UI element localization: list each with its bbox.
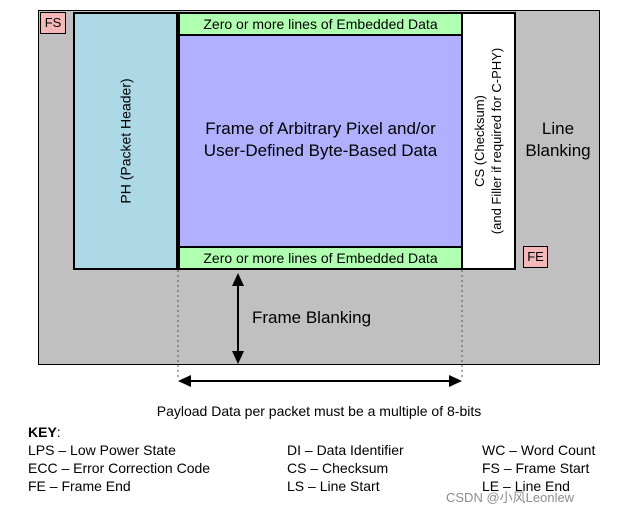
frame-blanking-label: Frame Blanking <box>252 308 372 327</box>
checksum-block: CS (Checksum) (and Filler if required fo… <box>463 12 516 270</box>
frame-blanking-arrow-down-head <box>232 351 244 364</box>
key-item: FE – Frame End <box>28 478 131 494</box>
embedded-data-bottom: Zero or more lines of Embedded Data <box>178 246 463 270</box>
packet-header-block: PH (Packet Header) <box>73 12 178 270</box>
key-item: LPS – Low Power State <box>28 442 176 458</box>
key-item: DI – Data Identifier <box>287 442 404 458</box>
key-column-2: DI – Data Identifier CS – Checksum LS – … <box>287 441 404 495</box>
key-title-text: KEY <box>28 424 57 440</box>
key-item: FS – Frame Start <box>482 460 590 476</box>
payload-width-arrow-right-head <box>449 375 462 387</box>
key-item: LE – Line End <box>482 478 570 494</box>
line-blanking-line2: Blanking <box>525 141 591 160</box>
key-item: LS – Line Start <box>287 478 380 494</box>
frame-end-tag: FE <box>523 246 548 268</box>
line-blanking-line1: Line <box>541 119 575 138</box>
payload-block <box>178 12 463 270</box>
watermark: CSDN @小风Leonlew <box>446 490 575 505</box>
key-item: WC – Word Count <box>482 442 596 458</box>
key-title: KEY: <box>28 424 61 440</box>
key-item: CS – Checksum <box>287 460 389 476</box>
frame-blanking-arrow-up-head <box>232 273 244 286</box>
key-item: ECC – Error Correction Code <box>28 460 211 476</box>
line-blanking-label: Line Blanking <box>516 118 600 162</box>
payload-width-arrow-left-head <box>178 375 191 387</box>
payload-label: Frame of Arbitrary Pixel and/or User-Def… <box>180 118 461 162</box>
key-column-1: LPS – Low Power State ECC – Error Correc… <box>28 441 210 495</box>
key-column-3: WC – Word Count FS – Frame Start LE – Li… <box>482 441 595 495</box>
payload-label-line2: User-Defined Byte-Based Data <box>203 141 438 160</box>
payload-note: Payload Data per packet must be a multip… <box>156 403 482 419</box>
frame-start-tag: FS <box>40 12 66 34</box>
payload-label-line1: Frame of Arbitrary Pixel and/or <box>205 119 436 138</box>
embedded-data-top: Zero or more lines of Embedded Data <box>178 12 463 36</box>
